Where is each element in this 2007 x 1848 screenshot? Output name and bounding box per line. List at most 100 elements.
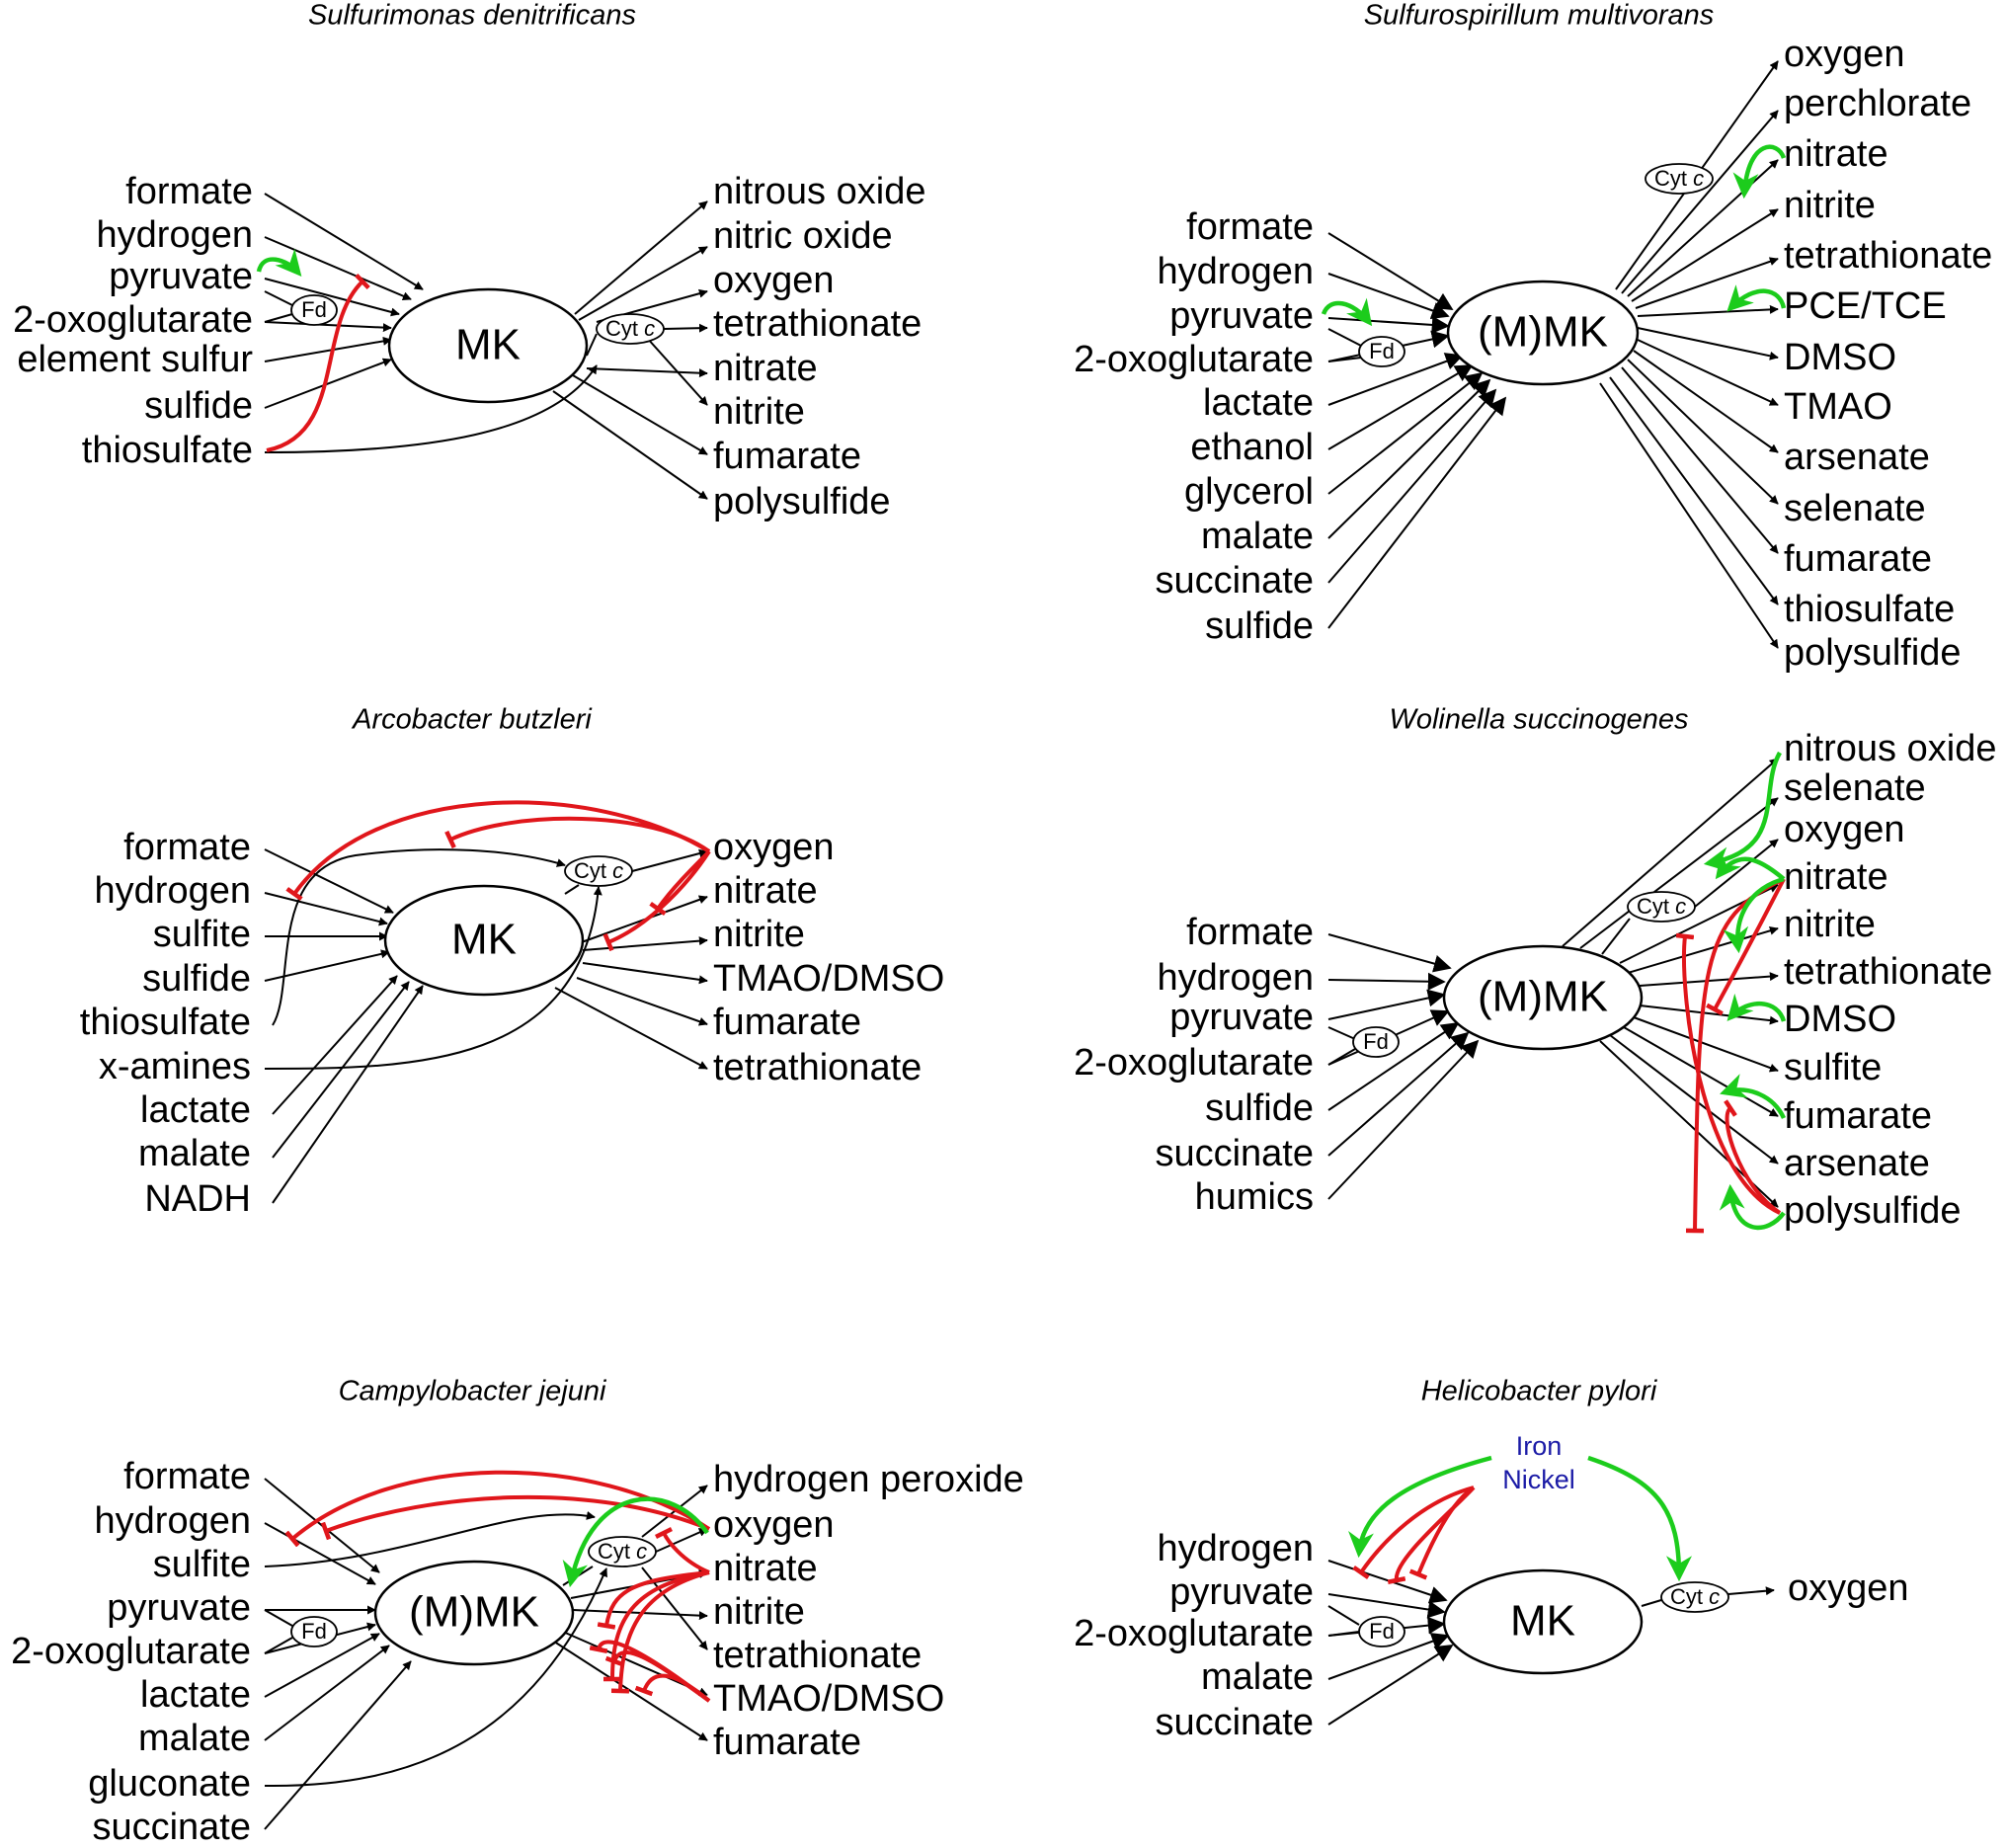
panel5-donor-hydrogen: hydrogen (95, 1500, 251, 1542)
p5-edge-sulfite (264, 1511, 596, 1567)
panel2-acceptor-perchlorate: perchlorate (1784, 83, 1971, 124)
p2-edge-acceptor-7 (1637, 339, 1779, 406)
panel5-acceptor-hydrogen-peroxide: hydrogen peroxide (713, 1459, 1024, 1500)
panel4-donor-2-oxoglutarate: 2-oxoglutarate (1074, 1042, 1314, 1084)
panel4-cyt-node (1627, 891, 1696, 923)
panel2-donor-lactate: lactate (1203, 382, 1314, 424)
panel3-acceptor-oxygen: oxygen (713, 827, 835, 868)
panel3-acceptor-nitrite: nitrite (713, 914, 805, 955)
p1-red-thiosulfate (266, 273, 370, 452)
p1-edge-nitric-oxide (578, 246, 708, 321)
p1-edge-nitrous-oxide (574, 201, 708, 315)
p6-regulator-iron: Iron (1516, 1431, 1563, 1461)
p4-edge-donor-4 (1327, 1021, 1460, 1111)
p3-edge-malate (272, 981, 410, 1159)
panel2-donor-malate: malate (1201, 516, 1314, 557)
p4-edge-oxo-fd (1327, 1048, 1356, 1066)
panel4-center-node (1442, 944, 1644, 1051)
panel1-fd-node-label: Fd (301, 297, 327, 322)
p6-green-hydrogen (1348, 1455, 1492, 1559)
panel5-center-node (373, 1560, 575, 1666)
p4-edge-sulfite (1633, 1016, 1779, 1073)
p2-edge-donor-6 (1327, 371, 1484, 495)
p3-edge-nitrite (582, 936, 708, 951)
p5-edge-hydrogen (264, 1522, 376, 1585)
p6-edge-hydrogen (1327, 1560, 1448, 1604)
p2-edge-donor-9 (1327, 396, 1507, 629)
p2-green-pyruvate (1321, 297, 1373, 327)
p5-green-oxygen (562, 1496, 709, 1588)
panel2-acceptor-thiosulfate: thiosulfate (1784, 589, 1955, 630)
panel5-donor-lactate: lactate (140, 1674, 251, 1716)
panel2-donor-glycerol: glycerol (1184, 471, 1314, 513)
p2-edge-pyruvate-fd (1327, 328, 1362, 347)
panel2-acceptor-nitrate: nitrate (1784, 133, 1888, 175)
panel6-center-node (1442, 1568, 1644, 1675)
p3-edge-thiosulfate (272, 848, 566, 1026)
panel3-acceptor-tetrathionate: tetrathionate (713, 1047, 922, 1088)
p4-edge-donor-0 (1327, 933, 1452, 973)
panel1-donor-2-oxoglutarate: 2-oxoglutarate (13, 299, 253, 341)
p4-edge-oxygen (1694, 839, 1779, 908)
panel3-title: Arcobacter butzleri (351, 704, 593, 736)
p3-edge-tetrathionate (554, 987, 708, 1070)
p1-edge-hydrogen (264, 236, 412, 300)
panel1-acceptor-polysulfide: polysulfide (713, 481, 891, 522)
panel6-donor-2-oxoglutarate: 2-oxoglutarate (1074, 1613, 1314, 1654)
panel4-cyt-node-label: Cyt c (1637, 894, 1686, 919)
panel5-cyt-node-label: Cyt c (598, 1539, 647, 1564)
p2-edge-donor-0 (1327, 232, 1454, 310)
p5-edge-oxo-fd (264, 1637, 293, 1654)
panel4-title: Wolinella succinogenes (1389, 704, 1688, 736)
p4-edge-arsenate (1609, 1034, 1779, 1165)
p3-edge-sulfide (264, 949, 390, 982)
p4-green-dmso (1726, 993, 1787, 1022)
panel6-fd-node-label: Fd (1369, 1619, 1395, 1644)
panel1-donor-formate: formate (125, 171, 253, 212)
p6-red-hydrogen (1352, 1486, 1475, 1579)
p6-edge-pyruvate (1327, 1593, 1446, 1619)
panel1-acceptor-nitrate: nitrate (713, 348, 818, 389)
panel2-donor-pyruvate: pyruvate (1169, 295, 1314, 337)
panel4-center-label: (M)MK (1478, 973, 1608, 1021)
p2-edge-donor-1 (1327, 273, 1450, 320)
panel1-acceptor-nitric-oxide: nitric oxide (713, 215, 893, 257)
p5-red-oxygen-formate (284, 1470, 711, 1548)
panel6-donor-hydrogen: hydrogen (1158, 1528, 1314, 1569)
panel1-cyt-node-label: Cyt c (605, 316, 655, 341)
p5-edge-gluconate (264, 1567, 607, 1788)
panel6-donor-pyruvate: pyruvate (1169, 1571, 1314, 1613)
p6-edge-oxygen (1727, 1586, 1775, 1596)
p2-edge-acceptor-4 (1635, 257, 1779, 309)
panel2-title: Sulfurospirillum multivorans (1364, 0, 1715, 32)
panel5-donor-malate: malate (138, 1718, 251, 1759)
panel5-acceptor-oxygen: oxygen (713, 1504, 835, 1546)
panel1-center-label: MK (455, 321, 521, 369)
p1-edge-polysulfide (552, 390, 708, 500)
p2-edge-acceptor-5 (1637, 304, 1779, 317)
p5-edge-malate (264, 1645, 390, 1741)
panel6-title: Helicobacter pylori (1421, 1376, 1658, 1407)
p4-red-polysulfide-short (1724, 1099, 1782, 1215)
panel4-acceptor-nitrous-oxide: nitrous oxide (1784, 728, 1996, 769)
panel2-acceptor-oxygen: oxygen (1784, 34, 1905, 75)
p5-red-nitrate-a (597, 1570, 710, 1630)
panel2-cyt-node (1645, 163, 1714, 195)
panel1-donor-thiosulfate: thiosulfate (82, 430, 253, 471)
panel4-acceptor-nitrite: nitrite (1784, 904, 1876, 945)
panel5-fd-node (290, 1616, 338, 1647)
panel4-acceptor-polysulfide: polysulfide (1784, 1190, 1962, 1232)
p4-edge-dmso (1639, 1004, 1779, 1025)
panel1-title: Sulfurimonas denitrificans (308, 0, 636, 32)
p5-edge-lactate (264, 1633, 380, 1698)
p2-edge-acceptor-6 (1637, 327, 1779, 361)
p4-edge-donor-2 (1327, 989, 1446, 1020)
panel4-donor-sulfide: sulfide (1205, 1087, 1314, 1129)
p5-red-tmao-c (589, 1640, 711, 1703)
p3-edge-x-amines (264, 886, 602, 1070)
p2-edge-acceptor-1 (1621, 110, 1779, 294)
panel2-center-node (1446, 280, 1640, 386)
p1-edge-oxoglutarate (264, 321, 392, 333)
p4-red-polysulfide-long (1675, 932, 1781, 1215)
